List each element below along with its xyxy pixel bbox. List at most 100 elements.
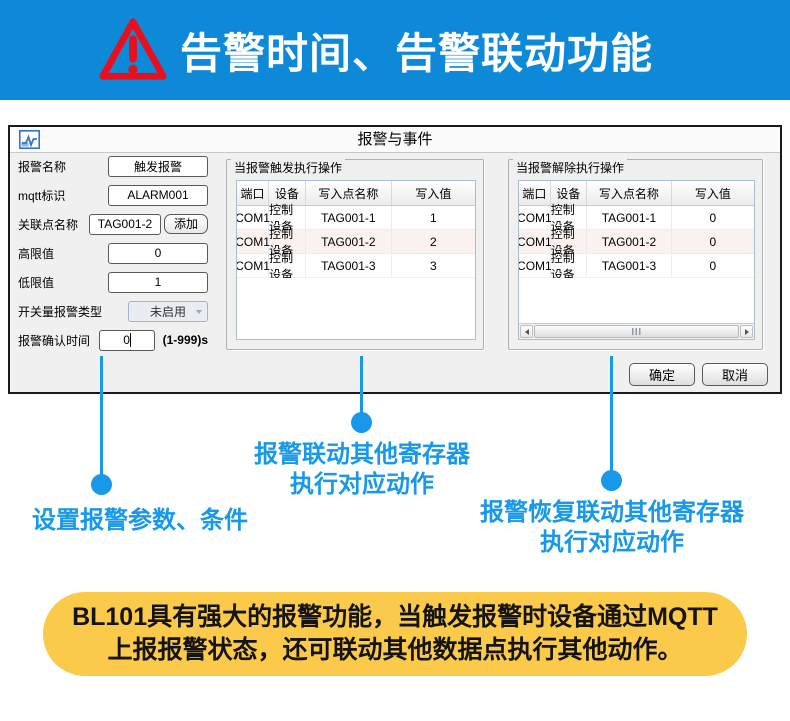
scroll-left-button[interactable] (520, 325, 533, 338)
table-empty-area (519, 278, 754, 323)
callout-text-line: 执行对应动作 (290, 471, 434, 498)
cell-point: TAG001-3 (306, 254, 392, 277)
table-row[interactable]: COM1 控制设备 TAG001-1 0 (519, 203, 754, 234)
form-row: 报警确认时间 (1-999)s (18, 329, 208, 351)
cell-device: 控制设备 (269, 251, 306, 282)
ok-button[interactable]: 确定 (629, 363, 695, 386)
scroll-left-arrow-icon (524, 328, 529, 335)
linked-point-input[interactable] (89, 213, 161, 235)
field-label: 报警名称 (18, 159, 67, 174)
low-limit-input[interactable] (108, 271, 208, 293)
field-label: 高限值 (18, 246, 55, 261)
scroll-right-button[interactable] (740, 325, 753, 338)
release-actions-table[interactable]: 端口 设备 写入点名称 写入值 COM1 控制设备 TAG001-1 0 COM… (518, 180, 755, 340)
cell-point: TAG001-2 (306, 230, 392, 253)
column-header-point[interactable]: 写入点名称 (306, 181, 392, 205)
callout-text-middle: 报警联动其他寄存器 执行对应动作 (242, 440, 482, 500)
column-header-port[interactable]: 端口 (237, 181, 270, 205)
cancel-button[interactable]: 取消 (702, 363, 768, 386)
cell-point: TAG001-2 (587, 230, 672, 253)
callout-line-right (610, 356, 613, 472)
cell-port: COM1 (519, 254, 552, 277)
mqtt-id-input[interactable] (108, 184, 208, 206)
alarm-dialog: 报警与事件 报警名称 mqtt标识 关联点名称 添加 高限值 (8, 125, 782, 394)
chevron-down-icon (196, 309, 202, 314)
groupbox-title: 当报警解除执行操作 (513, 159, 628, 176)
hero-banner: 告警时间、告警联动功能 (0, 0, 790, 100)
table-header: 端口 设备 写入点名称 写入值 (237, 181, 475, 206)
field-label: 低限值 (18, 275, 55, 290)
cell-port: COM1 (237, 254, 270, 277)
column-header-point[interactable]: 写入点名称 (587, 181, 672, 205)
callout-line-left (100, 356, 103, 476)
field-label: mqtt标识 (18, 188, 66, 203)
cell-value: 3 (429, 258, 437, 273)
table-row[interactable]: COM1 控制设备 TAG001-3 3 (237, 251, 475, 282)
groupbox: 当报警解除执行操作 端口 设备 写入点名称 写入值 COM1 控制设备 TAG0… (508, 159, 763, 350)
alarm-confirm-time-input[interactable] (98, 329, 155, 351)
warning-triangle-icon (99, 18, 167, 80)
cell-value: 0 (709, 258, 717, 273)
column-header-device[interactable]: 设备 (269, 181, 306, 205)
scroll-right-arrow-icon (744, 328, 749, 335)
dialog-title: 报警与事件 (357, 131, 433, 148)
high-limit-input[interactable] (108, 242, 208, 264)
form-row: 关联点名称 添加 (18, 213, 208, 235)
banner-line: BL101具有强大的报警功能，当触发报警时设备通过MQTT (72, 603, 718, 631)
form-row: 高限值 (18, 242, 208, 264)
column-header-value[interactable]: 写入值 (694, 186, 731, 201)
cell-port: COM1 (237, 230, 270, 253)
callout-line-middle (360, 356, 363, 414)
app-logo-icon (19, 130, 40, 149)
cell-device: 控制设备 (551, 251, 588, 282)
description-banner: BL101具有强大的报警功能，当触发报警时设备通过MQTT 上报报警状态，还可联… (43, 592, 747, 676)
cell-value: 2 (429, 234, 437, 249)
field-label: 报警确认时间 (18, 333, 91, 348)
cell-point: TAG001-3 (587, 254, 672, 277)
trigger-actions-group: 当报警触发执行操作 端口 设备 写入点名称 写入值 COM1 控制设备 TAG0… (224, 153, 486, 352)
callout-dot-middle (351, 412, 372, 433)
form-row: 低限值 (18, 271, 208, 293)
cell-value: 0 (709, 210, 717, 225)
banner-line: 上报报警状态，还可联动其他数据点执行其他动作。 (107, 636, 683, 664)
table-header: 端口 设备 写入点名称 写入值 (519, 181, 754, 206)
callout-text-right: 报警恢复联动其他寄存器 执行对应动作 (462, 498, 762, 558)
text-cursor (129, 332, 132, 347)
horizontal-scrollbar[interactable] (519, 323, 754, 339)
table-row[interactable]: COM1 控制设备 TAG001-2 2 (237, 227, 475, 258)
dialog-titlebar[interactable]: 报警与事件 (10, 127, 780, 153)
cell-port: COM1 (237, 206, 270, 229)
callout-text-line: 执行对应动作 (540, 529, 684, 556)
column-header-port[interactable]: 端口 (519, 181, 551, 205)
alarm-name-input[interactable] (108, 155, 208, 177)
release-actions-group: 当报警解除执行操作 端口 设备 写入点名称 写入值 COM1 控制设备 TAG0… (506, 153, 765, 352)
callout-text-line: 报警恢复联动其他寄存器 (480, 499, 744, 526)
alarm-parameter-form: 报警名称 mqtt标识 关联点名称 添加 高限值 低限值 (18, 155, 208, 351)
table-row[interactable]: COM1 控制设备 TAG001-3 0 (519, 251, 754, 282)
dropdown-value: 未启用 (149, 304, 186, 319)
cell-port: COM1 (519, 230, 552, 253)
column-header-device[interactable]: 设备 (551, 181, 588, 205)
callout-dot-right (601, 470, 622, 491)
form-row: 报警名称 (18, 155, 208, 177)
groupbox-title: 当报警触发执行操作 (231, 159, 346, 176)
scrollbar-thumb[interactable] (534, 325, 739, 338)
field-suffix: (1-999)s (162, 333, 208, 347)
scrollbar-grip-icon (632, 328, 641, 335)
groupbox: 当报警触发执行操作 端口 设备 写入点名称 写入值 COM1 控制设备 TAG0… (226, 159, 484, 350)
switch-alarm-type-select[interactable]: 未启用 (128, 300, 208, 322)
field-label: 开关量报警类型 (18, 304, 103, 319)
cell-value: 0 (709, 234, 717, 249)
form-row: mqtt标识 (18, 184, 208, 206)
hero-title: 告警时间、告警联动功能 (180, 29, 654, 77)
table-row[interactable]: COM1 控制设备 TAG001-1 1 (237, 203, 475, 234)
form-row: 开关量报警类型 未启用 (18, 300, 208, 322)
column-header-value[interactable]: 写入值 (415, 186, 452, 201)
table-empty-area (237, 278, 475, 339)
trigger-actions-table[interactable]: 端口 设备 写入点名称 写入值 COM1 控制设备 TAG001-1 1 COM… (236, 180, 476, 340)
callout-text-line: 报警联动其他寄存器 (254, 441, 470, 468)
add-button[interactable]: 添加 (164, 214, 208, 234)
field-label: 关联点名称 (18, 217, 79, 232)
cell-point: TAG001-1 (306, 206, 392, 229)
